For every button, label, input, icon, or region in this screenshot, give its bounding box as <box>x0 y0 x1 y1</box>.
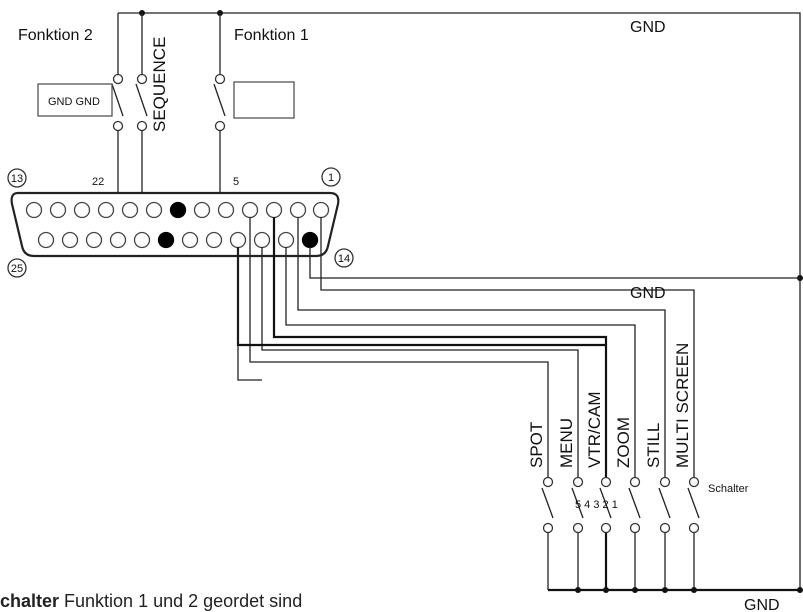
still-label: STILL <box>644 423 663 468</box>
sequence-label: SEQUENCE <box>150 37 169 132</box>
vtr-cam-label: VTR/CAM <box>585 392 604 469</box>
pin-14-marker <box>334 248 354 268</box>
dsub-25-connector <box>10 191 340 258</box>
zoom-label: ZOOM <box>614 417 633 468</box>
pin-13-marker <box>7 168 27 188</box>
gnd-label-bottom: GND <box>744 597 780 612</box>
spot-label: SPOT <box>527 422 546 468</box>
pin-5-label: 5 <box>233 176 239 188</box>
gnd-label-mid: GND <box>630 285 666 302</box>
function-1-switch <box>213 13 226 210</box>
pin-22-label: 22 <box>92 176 104 188</box>
schalter-label: Schalter <box>708 483 749 495</box>
gnd-label-top: GND <box>630 19 666 36</box>
wire-harness <box>236 217 800 477</box>
pin-13-label: 13 <box>11 173 23 185</box>
menu-label: MENU <box>557 418 576 468</box>
switch-bank <box>541 476 800 593</box>
function-1-box <box>233 81 295 119</box>
pin-25-marker <box>7 258 27 278</box>
pin-1-marker <box>321 167 341 187</box>
pin-14-label: 14 <box>338 253 350 265</box>
multi-screen-label: MULTI SCREEN <box>673 343 692 468</box>
caption-bold: chalter <box>0 591 60 611</box>
fonktion-2-label: Fonktion 2 <box>18 27 93 44</box>
gnd-box <box>37 83 113 117</box>
switch-numbers-label: 5 4 3 2 1 <box>575 499 618 511</box>
pin-1-label: 1 <box>328 172 334 184</box>
caption-rest: Funktion 1 und 2 geordet sind <box>59 591 303 611</box>
caption-text: chalter Funktion 1 und 2 geordet sind <box>0 590 560 612</box>
pin-25-label: 25 <box>11 263 23 275</box>
fonktion-1-label: Fonktion 1 <box>234 27 309 44</box>
gnd-box-label: GND GND <box>48 96 100 108</box>
gnd-bus <box>118 10 803 593</box>
